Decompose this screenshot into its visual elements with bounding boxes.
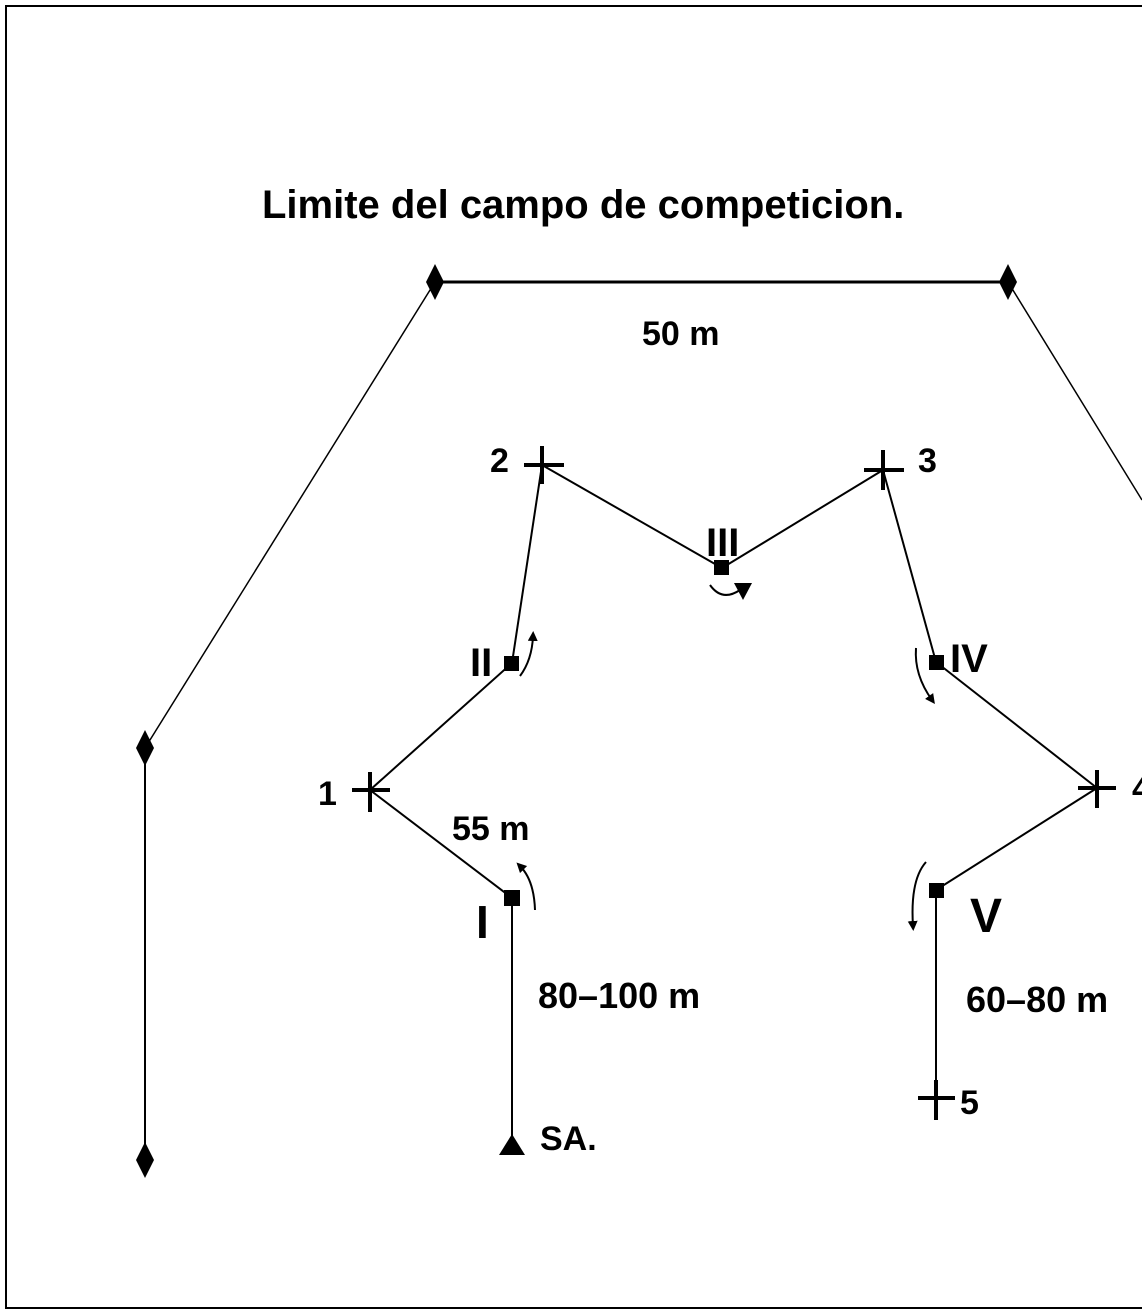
arrow-at-V [907,861,927,931]
leg-distance-55: 55 m [452,810,530,848]
frame-border [5,5,1142,1309]
start-label: SA. [540,1120,597,1158]
start-triangle [499,1134,525,1155]
diagram-title: Limite del campo de competicion. [262,183,904,227]
station-label-I: I [476,896,489,948]
control-label-4: 4 [1132,770,1142,808]
control-label-1: 1 [318,775,337,813]
control-cross-2 [524,446,564,484]
boundary-marker [136,730,154,766]
arrow-at-IV [914,647,935,705]
station-label-III: III [706,521,739,565]
station-marker-III [714,560,729,575]
station-marker-I [504,890,520,906]
field-boundary [136,264,1142,1178]
control-label-2: 2 [490,442,509,480]
arrow-at-II [519,631,538,677]
control-label-5: 5 [960,1084,979,1122]
station-marker-IV [929,655,944,670]
station-marker-II [504,656,519,671]
control-label-3: 3 [918,442,937,480]
control-cross-4 [1078,770,1116,808]
boundary-marker [999,264,1017,300]
start-leg-distance: 80–100 m [538,975,700,1016]
station-label-II: II [470,641,492,685]
course-route [369,464,1098,1145]
control-cross-3 [864,450,904,490]
control-cross-1 [352,772,390,812]
direction-arrows [516,583,935,931]
station-marker-V [929,883,944,898]
arrow-at-III-head [734,583,752,600]
control-cross-5 [918,1080,955,1120]
arrow-at-III [709,584,741,596]
boundary-marker [426,264,444,300]
station-label-V: V [970,890,1002,943]
arrow-at-I [516,862,536,911]
boundary-marker [136,1142,154,1178]
finish-leg-distance: 60–80 m [966,979,1108,1020]
station-label-IV: IV [950,637,988,681]
top-distance-label: 50 m [642,315,720,353]
